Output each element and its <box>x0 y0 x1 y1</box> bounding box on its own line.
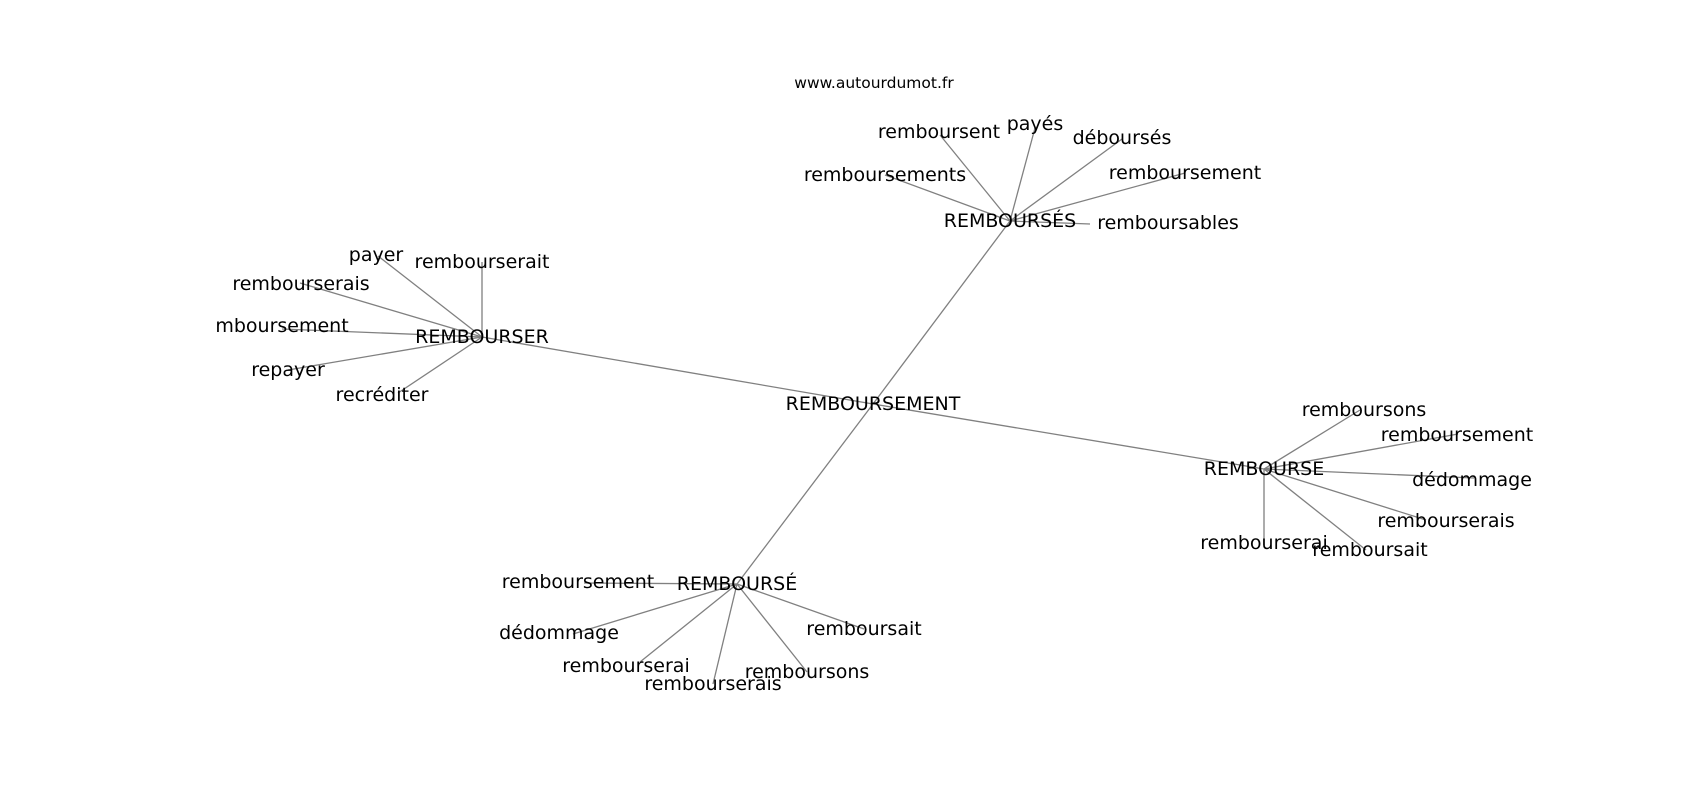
edge-hub-rembourse-leaf-1 <box>1263 433 1459 470</box>
node-hub-rembourse-leaf-1-label: remboursement <box>1381 424 1533 446</box>
node-hub-rembourser-leaf-4-label: repayer <box>251 359 325 381</box>
edge-hub-rembourser-leaf-5 <box>397 336 483 394</box>
node-hub-rembourses-leaf-0-label: remboursent <box>878 121 1000 143</box>
edge-hub-rembourse-leaf-2 <box>1263 468 1475 479</box>
edge-center-to-hub-rembourses <box>872 220 1011 405</box>
node-hub-rembourse-accent-leaf-1-label: dédommage <box>499 622 619 644</box>
node-hub-rembourser-label: REMBOURSER <box>415 326 549 348</box>
edge-hub-rembourses-leaf-4 <box>1009 172 1186 222</box>
edge-hub-rembourse-accent-leaf-0 <box>583 582 738 585</box>
edge-hub-rembourser-leaf-3 <box>281 328 483 338</box>
node-center-label: REMBOURSEMENT <box>786 393 961 415</box>
node-hub-rembourser-leaf-0-label: payer <box>349 244 404 266</box>
edge-hub-rembourse-accent-leaf-2 <box>639 583 738 663</box>
node-hub-rembourse-accent-label: REMBOURSÉ <box>677 572 797 595</box>
node-hub-rembourses-leaf-1-label: payés <box>1007 113 1064 135</box>
edge-hub-rembourses-leaf-1 <box>1009 127 1036 222</box>
edge-hub-rembourse-accent-leaf-4 <box>712 583 738 685</box>
edge-center-to-hub-rembourse-accent <box>736 403 874 585</box>
edge-center-to-hub-rembourse <box>872 403 1265 470</box>
edge-hub-rembourse-leaf-3 <box>1263 468 1427 521</box>
node-hub-rembourse-accent-leaf-5-label: remboursons <box>745 661 870 683</box>
node-hub-rembourses-leaf-3-label: remboursements <box>804 164 966 186</box>
edge-hub-rembourser-leaf-2 <box>299 282 483 338</box>
node-hub-rembourse-accent-leaf-2-label: rembourserai <box>562 655 689 677</box>
edge-hub-rembourses-leaf-0 <box>939 134 1011 222</box>
node-hub-rembourse-label: REMBOURSE <box>1204 458 1324 480</box>
edge-hub-rembourses-leaf-2 <box>1009 138 1123 222</box>
node-hub-rembourser-leaf-1-label: rembourserait <box>415 251 550 273</box>
node-hub-rembourses-leaf-4-label: remboursement <box>1109 162 1261 184</box>
node-hub-rembourses-leaf-5-label: remboursables <box>1097 212 1239 234</box>
watermark-text: www.autourdumot.fr <box>794 74 954 92</box>
edge-hub-rembourse-leaf-5 <box>1263 468 1367 551</box>
edge-hub-rembourse-accent-leaf-5 <box>736 583 808 673</box>
node-hub-rembourses-leaf-2-label: déboursés <box>1073 127 1172 149</box>
node-hub-rembourses-label: REMBOURSÉS <box>944 209 1077 232</box>
node-hub-rembourse-leaf-5-label: remboursait <box>1312 539 1427 561</box>
edge-hub-rembourse-accent-leaf-1 <box>572 583 738 635</box>
node-hub-rembourser-leaf-2-label: rembourserais <box>232 273 369 295</box>
node-hub-rembourser-leaf-5-label: recréditer <box>336 384 429 406</box>
node-hub-rembourse-accent-leaf-0-label: remboursement <box>502 571 654 593</box>
node-hub-rembourse-leaf-0-label: remboursons <box>1302 399 1427 421</box>
edge-hub-rembourser-leaf-0 <box>377 255 483 338</box>
node-hub-rembourse-accent-leaf-4-label: rembourserais <box>644 673 781 695</box>
node-hub-rembourse-leaf-4-label: rembourserai <box>1200 532 1327 554</box>
node-hub-rembourser-leaf-3-label: mboursement <box>215 315 348 337</box>
edge-hub-rembourse-leaf-0 <box>1263 409 1361 470</box>
labels-layer: www.autourdumot.fr REMBOURSEMENT REMBOURS… <box>215 74 1533 695</box>
edge-center-to-hub-rembourser <box>481 336 874 405</box>
edges-layer <box>281 127 1475 685</box>
edge-hub-rembourses-leaf-5 <box>1009 220 1091 225</box>
node-hub-rembourse-leaf-3-label: rembourserais <box>1377 510 1514 532</box>
edge-hub-rembourses-leaf-3 <box>884 174 1011 222</box>
edge-hub-rembourser-leaf-4 <box>287 336 483 371</box>
node-hub-rembourse-accent-leaf-3-label: remboursait <box>806 618 921 640</box>
edge-hub-rembourse-accent-leaf-3 <box>736 583 865 630</box>
node-hub-rembourse-leaf-2-label: dédommage <box>1412 469 1532 491</box>
